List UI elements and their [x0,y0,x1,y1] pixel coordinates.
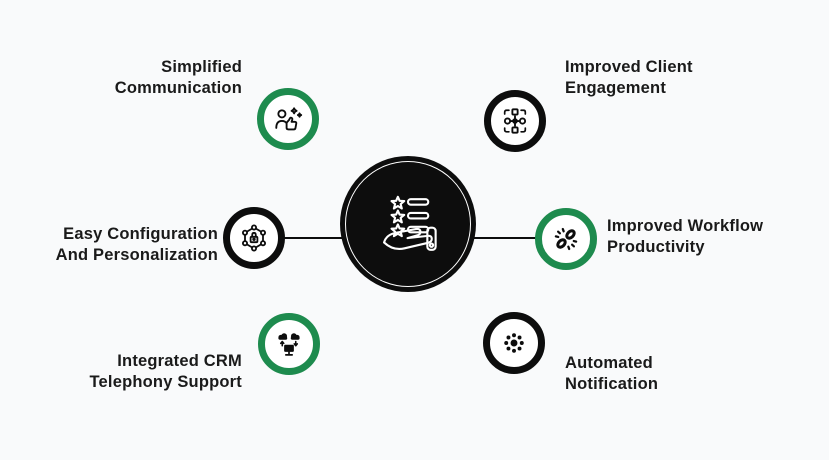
label-improved-client-engagement: Improved Client Engagement [565,58,693,97]
hand-presenting-rating-list-icon [382,195,437,251]
feature-circle-simplified-communication [257,88,319,150]
connector-line-right [473,237,537,239]
label-simplified-communication: Simplified Communication [114,58,242,97]
central-hub-circle [340,156,476,292]
hexagon-lock-network-icon [242,224,266,252]
feature-circle-easy-configuration [223,207,285,269]
label-integrated-crm-telephony-support: Integrated CRM Telephony Support [89,352,242,391]
cloud-monitor-sync-icon [278,333,300,356]
label-easy-configuration-and-personalization: Easy Configuration And Personalization [55,225,218,264]
label-improved-workflow-productivity: Improved Workflow Productivity [607,217,764,256]
feature-circle-automated-notification [483,312,545,374]
feature-circle-improved-workflow-productivity [535,208,597,270]
broken-chain-icon [554,227,578,251]
feature-circle-integrated-crm-telephony [258,313,320,375]
notification-burst-icon [504,333,524,353]
connected-nodes-icon [503,108,527,134]
label-automated-notification: Automated Notification [565,354,659,393]
connector-line-left [281,237,343,239]
people-thumbs-up-icon [275,107,303,131]
feature-circle-improved-client-engagement [484,90,546,152]
